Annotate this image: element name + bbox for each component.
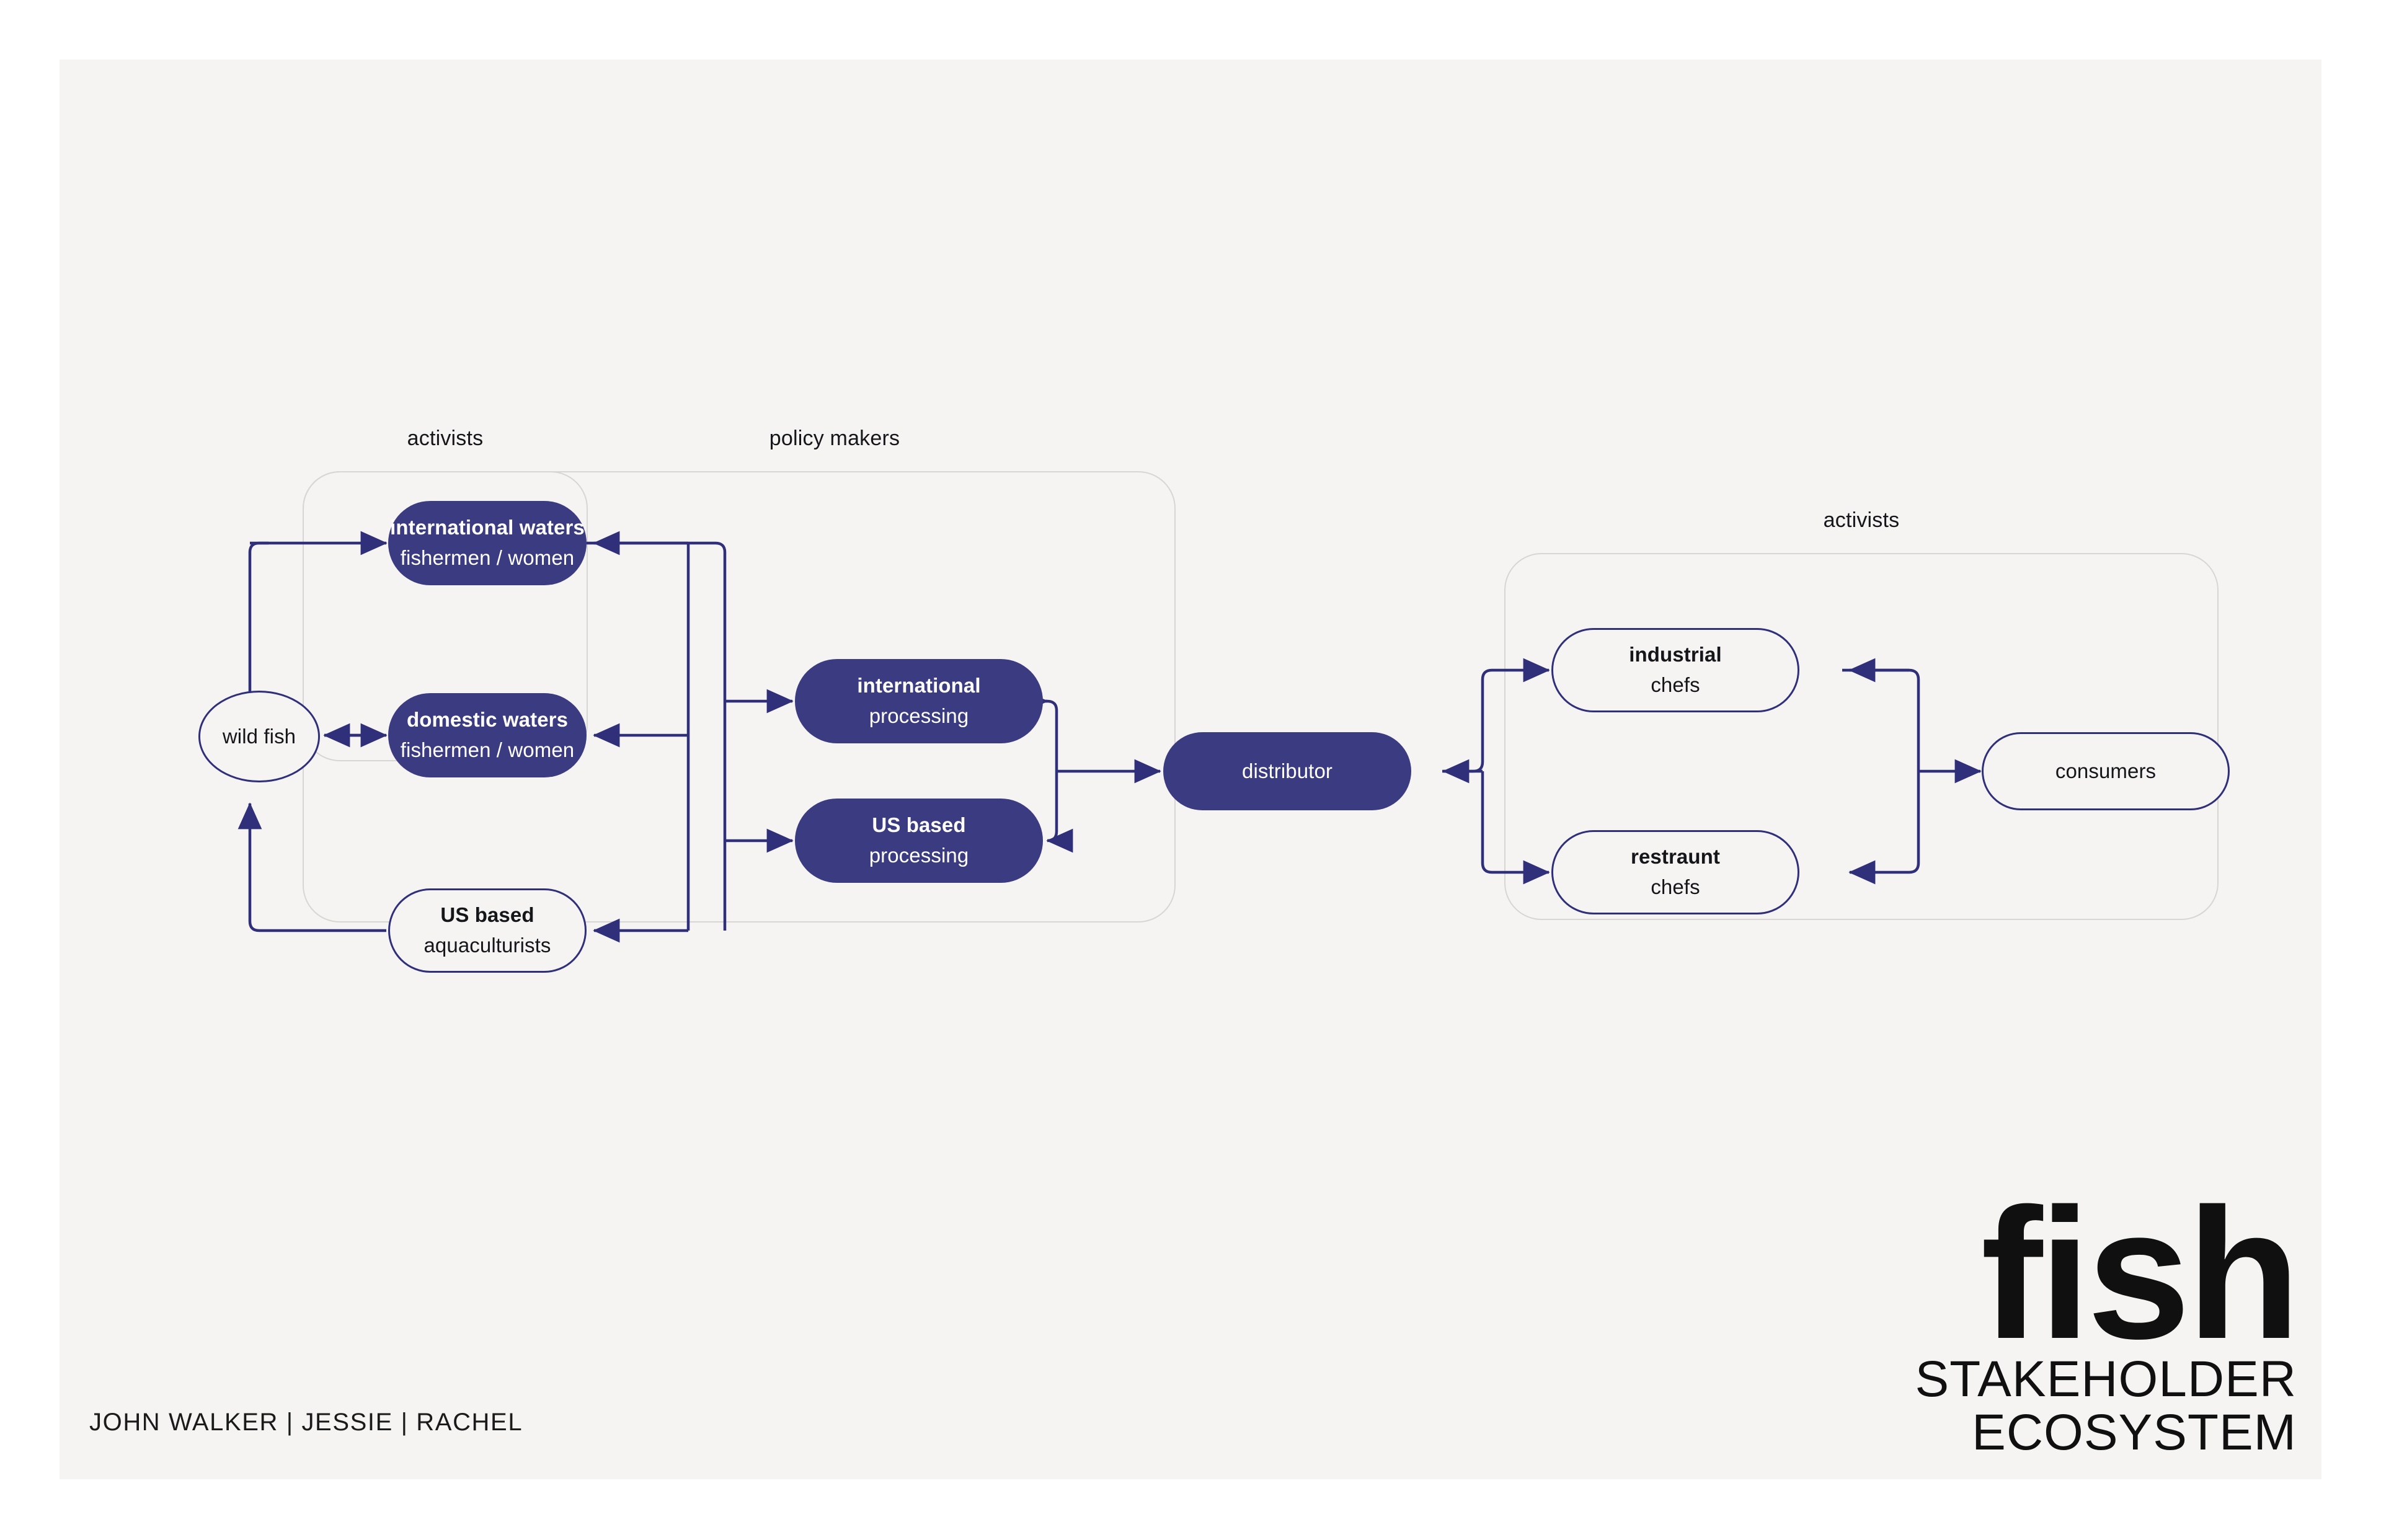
node-domestic-waters-title: domestic waters [406, 708, 569, 732]
credits-text: JOHN WALKER | JESSIE | RACHEL [89, 1409, 523, 1436]
node-international-processing-title: international [857, 674, 981, 697]
node-us-processing[interactable]: US based processing [795, 799, 1043, 883]
group-label-policy-makers: policy makers [769, 427, 900, 450]
node-consumers[interactable]: consumers [1982, 732, 2230, 810]
logo-subtitle-line1: STAKEHOLDER [1915, 1351, 2297, 1407]
logo-subtitle-line2: ECOSYSTEM [1972, 1404, 2297, 1461]
node-industrial-chefs-subtitle: chefs [1651, 673, 1700, 696]
wire-distributor-split-down [1481, 771, 1492, 874]
node-restraunt-chefs[interactable]: restraunt chefs [1551, 830, 1799, 914]
node-domestic-waters[interactable]: domestic waters fishermen / women [388, 693, 587, 777]
node-industrial-chefs[interactable]: industrial chefs [1551, 628, 1799, 712]
node-international-waters-title: international waters [390, 516, 585, 539]
node-distributor[interactable]: distributor [1163, 732, 1411, 810]
node-us-processing-title: US based [872, 813, 966, 837]
group-label-activists-right: activists [1823, 508, 1900, 532]
node-restraunt-chefs-subtitle: chefs [1651, 875, 1700, 898]
node-consumers-title: consumers [2055, 759, 2157, 782]
node-us-aquaculturists-title: US based [440, 903, 534, 927]
group-label-activists-left: activists [407, 427, 484, 450]
node-international-waters-subtitle: fishermen / women [400, 546, 575, 569]
node-international-processing[interactable]: international processing [795, 659, 1043, 743]
node-distributor-title: distributor [1242, 759, 1332, 782]
diagram-canvas: activists policy makers activists [60, 60, 2321, 1479]
wire-distributor-split-up [1442, 668, 1492, 773]
node-industrial-chefs-title: industrial [1629, 643, 1722, 666]
node-domestic-waters-subtitle: fishermen / women [400, 738, 575, 761]
node-us-aquaculturists[interactable]: US based aquaculturists [388, 888, 587, 973]
node-us-aquaculturists-subtitle: aquaculturists [423, 934, 551, 957]
node-us-processing-subtitle: processing [869, 844, 969, 867]
node-wild-fish[interactable]: wild fish [198, 691, 320, 782]
logo-wordmark: fish [1980, 1169, 2300, 1378]
group-activists-right [1504, 553, 2219, 920]
node-wild-fish-title: wild fish [222, 724, 296, 748]
logo-fish-stakeholder-ecosystem: fish STAKEHOLDER ECOSYSTEM [1915, 1169, 2300, 1461]
node-restraunt-chefs-title: restraunt [1631, 845, 1720, 869]
node-international-processing-subtitle: processing [869, 704, 969, 727]
node-international-waters[interactable]: international waters fishermen / women [388, 501, 587, 585]
